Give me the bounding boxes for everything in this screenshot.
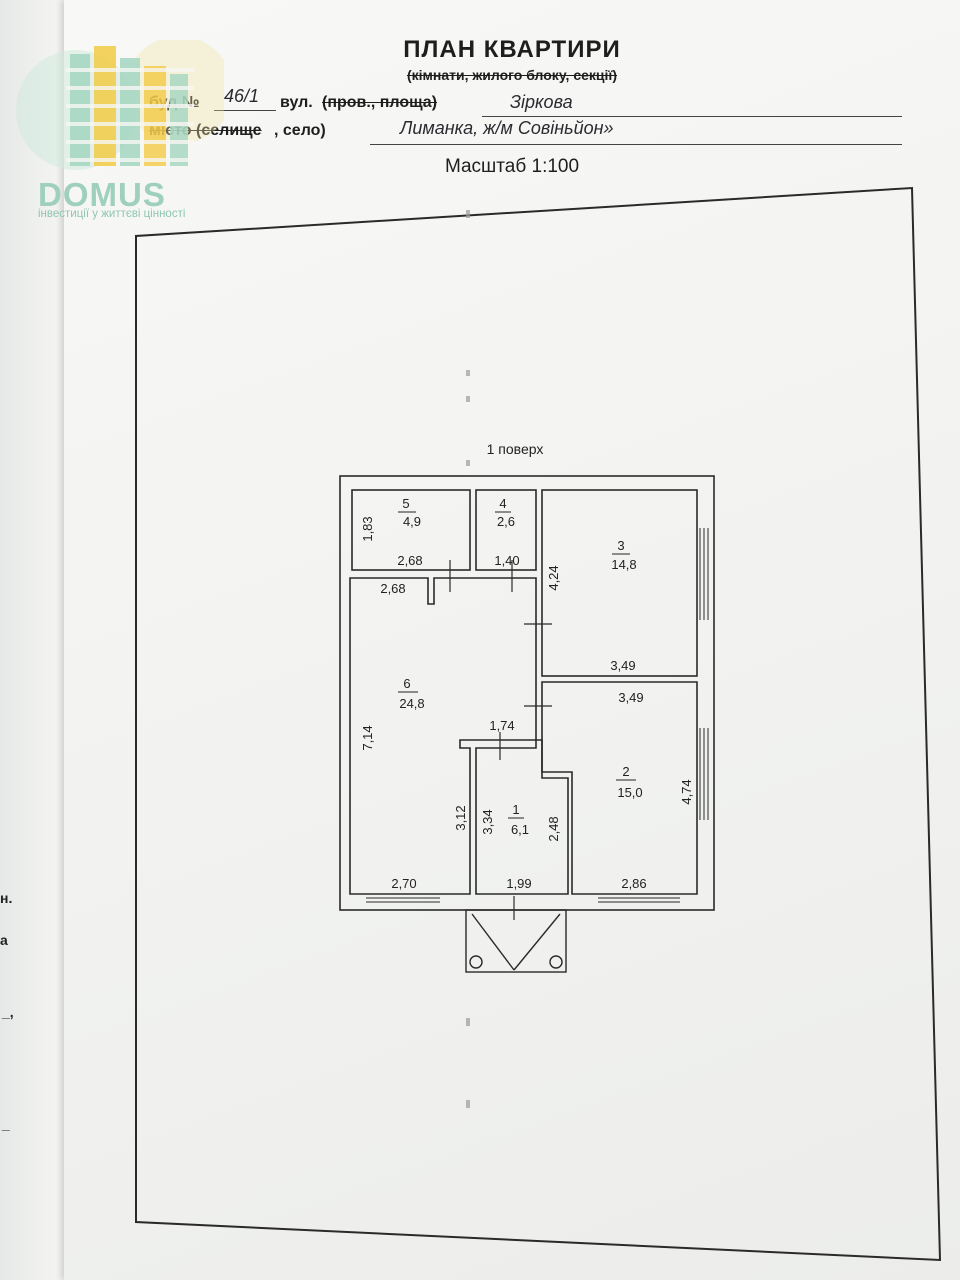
windows: [366, 528, 709, 903]
smudge-marks: [466, 210, 470, 1108]
edge-mark: н.: [0, 890, 13, 906]
page-title: ПЛАН КВАРТИРИ: [403, 36, 621, 63]
dim-r1-top: 1,74: [489, 718, 514, 733]
door-marks: [449, 560, 552, 920]
room-walls: [349, 489, 698, 895]
page-subtitle: (кімнати, жилого блоку, секції): [406, 67, 618, 83]
logo-tagline: інвестиції у життєві цінності: [38, 208, 186, 220]
domus-logo: [14, 36, 233, 230]
dim-r6-top: 2,68: [380, 581, 405, 596]
room-5-number: 5: [402, 496, 409, 511]
dim-r6-bottom: 2,70: [391, 876, 416, 891]
room-3-area: 14,8: [611, 557, 636, 572]
room-1-number: 1: [512, 802, 519, 817]
dim-r3-width: 3,49: [610, 658, 635, 673]
outer-wall: [339, 475, 715, 911]
drawing-frame: [135, 186, 942, 1262]
room-1-area: 6,1: [511, 822, 529, 837]
dim-r4-width: 1,40: [494, 553, 519, 568]
building-number: 46/1: [224, 86, 260, 106]
room-2-walls: [541, 681, 698, 895]
logo-wordmark: DOMUS: [38, 176, 166, 213]
dim-r5-width: 2,68: [397, 553, 422, 568]
dim-r3-height: 4,24: [546, 565, 561, 590]
dim-r5-height: 1,83: [360, 516, 375, 541]
edge-mark: _,: [2, 1004, 14, 1020]
room-2-number: 2: [622, 764, 629, 779]
room-3-number: 3: [617, 538, 624, 553]
porch: [465, 909, 567, 973]
room-5-walls: [351, 489, 471, 571]
room-3-walls: [541, 489, 698, 677]
room-4-number: 4: [499, 496, 506, 511]
floor-label: 1 поверх: [487, 441, 544, 457]
room-1-walls: [475, 739, 569, 895]
city-underline: [370, 144, 902, 145]
street-label: вул.: [280, 94, 313, 111]
street-value: Зіркова: [510, 92, 573, 112]
room-6-number: 6: [403, 676, 410, 691]
edge-mark: _: [2, 1116, 10, 1132]
dim-r1-right: 2,48: [546, 816, 561, 841]
scale-label: Масштаб 1:100: [444, 156, 580, 177]
room-2-area: 15,0: [617, 785, 642, 800]
dim-r2-height: 4,74: [679, 779, 694, 804]
dim-r2-bottom: 2,86: [621, 876, 646, 891]
dim-r1-bottom: 1,99: [506, 876, 531, 891]
street-label-struck: (пров., площа): [322, 94, 438, 111]
street-underline: [482, 116, 902, 117]
room-6-area: 24,8: [399, 696, 424, 711]
dim-r2-top: 3,49: [618, 690, 643, 705]
dim-r6-height: 7,14: [360, 725, 375, 750]
room-4-area: 2,6: [497, 514, 515, 529]
city-value: Лиманка, ж/м Совіньйон»: [400, 118, 614, 138]
room-6-walls: [349, 577, 537, 895]
building-underline: [214, 110, 276, 111]
room-5-area: 4,9: [403, 514, 421, 529]
logo-graphic: [16, 36, 233, 170]
room-4-walls: [475, 489, 537, 571]
edge-mark: а: [0, 932, 8, 948]
city-label: , село): [274, 122, 326, 139]
dim-r1-left: 3,34: [480, 809, 495, 834]
dim-r6-inner: 3,12: [453, 805, 468, 830]
